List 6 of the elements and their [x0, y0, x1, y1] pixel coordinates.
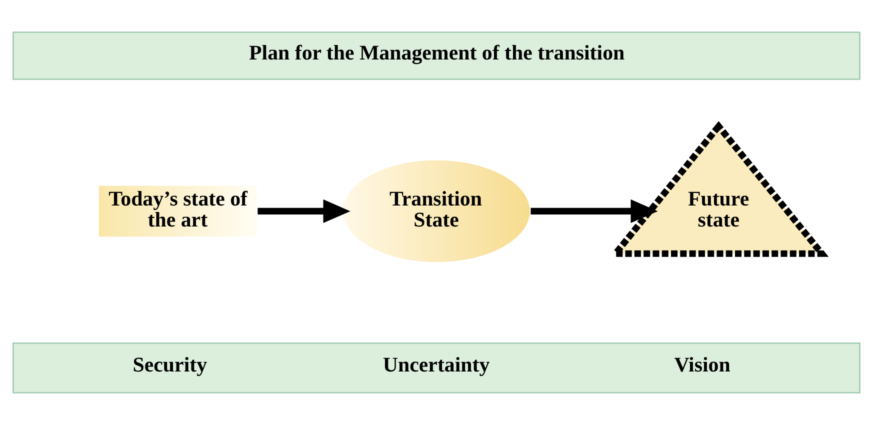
node-box: Security Uncertainty Vision: [12, 342, 860, 393]
node-box: Plan for the Management of the transition: [12, 31, 860, 80]
node-ellipse: Transition State: [342, 158, 532, 263]
node-box: Today’s state of the art: [98, 184, 258, 238]
arrow: [258, 198, 350, 223]
arrow: [530, 198, 658, 223]
